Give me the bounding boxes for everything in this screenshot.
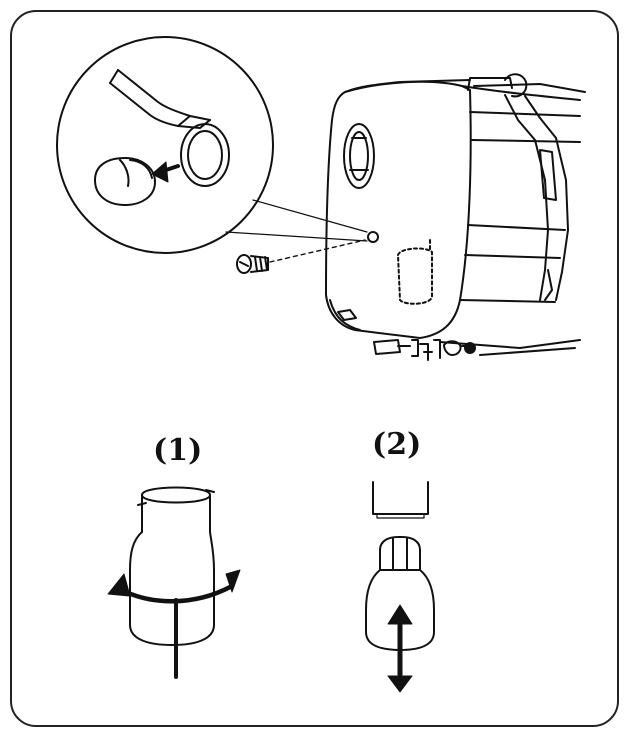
step-2-label: (2) [372,427,422,462]
machine-head [325,73,586,361]
screw [236,239,366,274]
step-1-label: (1) [153,433,203,468]
bulb-step-2 [365,481,435,693]
magnified-inset [56,36,368,254]
bulb-step-1 [107,486,241,679]
diagram-frame [10,10,619,727]
